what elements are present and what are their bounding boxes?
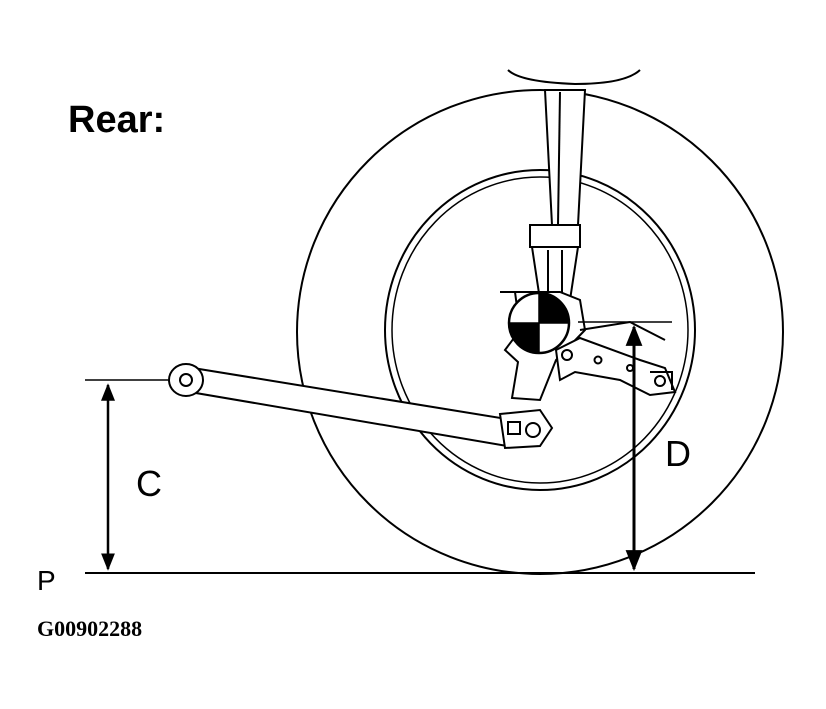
shock-absorber — [529, 89, 587, 301]
diagram-title: Rear: — [68, 99, 165, 141]
measurement-lines — [85, 321, 672, 381]
label-d: D — [665, 433, 691, 474]
lateral-control-arm — [168, 363, 554, 450]
label-c: C — [136, 463, 162, 504]
figure-code: G00902288 — [37, 616, 142, 641]
body-fender — [507, 69, 641, 86]
wheel-rim-inner — [391, 176, 689, 484]
label-p: P — [37, 565, 56, 596]
wheel-center-marker — [507, 291, 571, 355]
